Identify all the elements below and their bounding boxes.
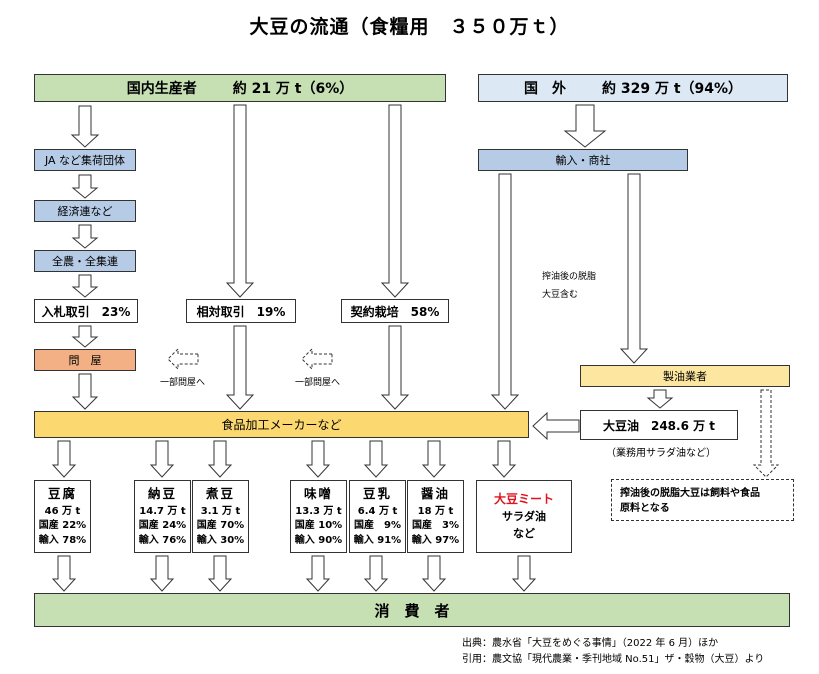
economic-federation-box: 経済連など — [34, 200, 136, 222]
product-soy-sauce-import: 輸入 97% — [411, 534, 460, 546]
salad-oil-label: サラダ油 — [502, 510, 546, 523]
importer-box: 輸入・商社 — [478, 149, 688, 171]
defatted-note-line1: 搾油後の脱脂大豆は飼料や食品 — [620, 488, 760, 499]
soy-meat-box: 大豆ミート サラダ油 など — [476, 480, 572, 553]
domestic-producers-box: 国内生産者 約 21 万 t（6%） — [34, 74, 446, 102]
down-arrow-22 — [363, 440, 389, 478]
wholesaler-box: 問 屋 — [34, 349, 136, 371]
domestic-amount: 約 21 万 t（6%） — [232, 81, 354, 97]
zennoh-box: 全農・全集連 — [34, 250, 136, 272]
product-soy-milk-name: 豆乳 — [362, 486, 392, 501]
down-arrow-14 — [752, 389, 780, 478]
down-arrow-10 — [563, 104, 607, 148]
defatted-label-line1: 搾油後の脱脂 — [542, 272, 597, 282]
down-arrow-6 — [225, 104, 255, 298]
contract-farming-box: 契約栽培 58% — [341, 299, 449, 323]
product-miso-amount: 13.3 万 t — [295, 505, 342, 517]
product-soy-milk-import: 輸入 91% — [353, 534, 402, 546]
down-arrow-23 — [421, 440, 447, 478]
down-arrow-4 — [71, 325, 99, 348]
product-miso-box: 味噌 13.3 万 t 国産 10% 輸入 90% — [290, 480, 347, 553]
down-arrow-25 — [51, 555, 77, 592]
down-arrow-13 — [646, 389, 674, 409]
defatted-label-line2: 大豆含む — [542, 290, 579, 300]
down-arrow-1 — [71, 174, 99, 199]
product-nimame-import: 輸入 30% — [196, 534, 245, 546]
product-soy-sauce-domestic: 国産 3% — [412, 520, 459, 531]
defatted-note-line2: 原料となる — [620, 503, 670, 514]
down-arrow-24 — [491, 440, 517, 478]
left-arrow-17 — [532, 411, 580, 441]
product-natto-import: 輸入 76% — [138, 534, 187, 546]
down-arrow-5 — [71, 373, 99, 410]
down-arrow-2 — [71, 224, 99, 249]
down-arrow-28 — [305, 555, 331, 592]
product-miso-domestic: 国産 10% — [294, 520, 343, 531]
negotiated-trade-box: 相対取引 19% — [186, 299, 296, 323]
etc-label: など — [513, 527, 535, 540]
soy-meat-name: 大豆ミート — [493, 492, 554, 506]
down-arrow-8 — [225, 325, 255, 410]
domestic-label: 国内生産者 — [126, 81, 197, 97]
soy-oil-note: （業務用サラダ油など） — [606, 448, 716, 459]
source-citation: 出典：農水省「大豆をめぐる事情」（2022 年 6 月）ほか — [462, 638, 719, 649]
down-arrow-21 — [305, 440, 331, 478]
product-natto-box: 納豆 14.7 万 t 国産 24% 輸入 76% — [134, 480, 191, 553]
product-soy-milk-amount: 6.4 万 t — [357, 505, 398, 517]
defatted-soy-note: 搾油後の脱脂大豆は飼料や食品 原料となる — [611, 479, 794, 521]
product-soy-milk-domestic: 国産 9% — [354, 520, 401, 531]
food-processor-box: 食品加工メーカーなど — [34, 411, 529, 438]
ja-collection-box: JA など集荷団体 — [34, 149, 136, 171]
down-arrow-18 — [51, 440, 77, 478]
product-soy-sauce-amount: 18 万 t — [417, 505, 454, 517]
page-title: 大豆の流通（食糧用 ３５０万ｔ） — [249, 16, 570, 38]
down-arrow-31 — [511, 555, 537, 592]
oil-maker-box: 製油業者 — [580, 365, 790, 387]
consumer-box: 消 費 者 — [34, 593, 790, 627]
down-arrow-27 — [207, 555, 233, 592]
quote-citation: 引用：農文協「現代農業・季刊地域 No.51」ザ・穀物（大豆）より — [462, 654, 765, 665]
down-arrow-0 — [70, 105, 100, 148]
left-arrow-16 — [301, 347, 333, 371]
down-arrow-26 — [149, 555, 175, 592]
product-nimame-domestic: 国産 70% — [196, 520, 245, 531]
down-arrow-19 — [149, 440, 175, 478]
left-arrow-15 — [167, 347, 199, 371]
product-soy-sauce-box: 醤油 18 万 t 国産 3% 輸入 97% — [407, 480, 464, 553]
product-nimame-name: 煮豆 — [205, 486, 235, 501]
overseas-amount: 約 329 万 t（94%） — [601, 81, 743, 97]
down-arrow-20 — [207, 440, 233, 478]
product-soy-milk-box: 豆乳 6.4 万 t 国産 9% 輸入 91% — [349, 480, 406, 553]
down-arrow-29 — [363, 555, 389, 592]
overseas-box: 国 外 約 329 万 t（94%） — [478, 74, 788, 102]
product-tofu-name: 豆腐 — [47, 486, 77, 501]
product-tofu-amount: 46 万 t — [44, 505, 81, 517]
down-arrow-12 — [619, 173, 649, 364]
down-arrow-3 — [71, 274, 99, 298]
down-arrow-11 — [490, 173, 520, 410]
defatted-label: 搾油後の脱脂 大豆含む — [542, 268, 596, 304]
down-arrow-7 — [380, 104, 410, 298]
overseas-label: 国 外 — [523, 81, 566, 97]
partial-wholesaler-label-1: 一部問屋へ — [160, 378, 206, 388]
product-tofu-domestic: 国産 22% — [38, 520, 87, 531]
product-natto-amount: 14.7 万 t — [139, 505, 186, 517]
product-natto-name: 納豆 — [147, 486, 177, 501]
product-natto-domestic: 国産 24% — [138, 520, 187, 531]
product-tofu-box: 豆腐 46 万 t 国産 22% 輸入 78% — [34, 480, 91, 553]
soy-oil-box: 大豆油 248.6 万 t — [580, 410, 738, 440]
down-arrow-30 — [421, 555, 447, 592]
product-miso-import: 輸入 90% — [294, 534, 343, 546]
product-nimame-box: 煮豆 3.1 万 t 国産 70% 輸入 30% — [192, 480, 249, 553]
product-soy-sauce-name: 醤油 — [420, 486, 450, 501]
partial-wholesaler-label-2: 一部問屋へ — [295, 378, 341, 388]
product-tofu-import: 輸入 78% — [38, 534, 87, 546]
product-miso-name: 味噌 — [303, 486, 333, 501]
down-arrow-9 — [380, 325, 410, 410]
product-nimame-amount: 3.1 万 t — [200, 505, 241, 517]
bid-trade-box: 入札取引 23% — [34, 299, 138, 323]
